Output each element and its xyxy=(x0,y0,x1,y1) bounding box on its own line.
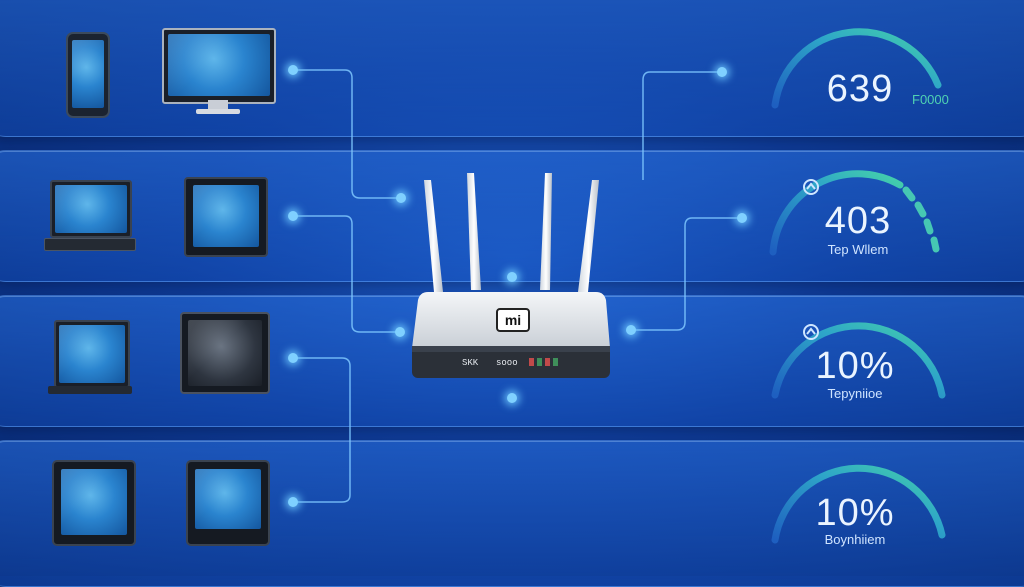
connector-dot xyxy=(395,327,405,337)
connector-dot xyxy=(288,497,298,507)
smartphone-icon xyxy=(66,32,110,118)
gauge-arc-3 xyxy=(771,322,946,399)
gauge-arc-4 xyxy=(771,464,946,544)
monitor-stand xyxy=(208,100,228,110)
laptop-base xyxy=(48,386,132,394)
gauge-arc-1 xyxy=(771,28,942,109)
device-row-4 xyxy=(0,440,1024,587)
laptop-icon xyxy=(50,180,132,238)
connector-right-2 xyxy=(630,217,742,331)
gauge-value-3: 10% xyxy=(815,345,895,387)
wifi-icon xyxy=(803,324,819,340)
tablet-icon xyxy=(180,312,270,394)
router-logo: mi xyxy=(496,308,530,332)
wifi-icon xyxy=(803,179,819,195)
gauge-arc-2-segments xyxy=(902,186,940,253)
connector-dot xyxy=(737,213,747,223)
connector-right-1 xyxy=(642,71,722,180)
gauge-value-2: 403 xyxy=(824,200,892,242)
gauge-side-label-1: F0000 xyxy=(912,92,949,107)
connector-dot xyxy=(288,353,298,363)
connector-row-1 xyxy=(296,69,400,199)
tablet-icon xyxy=(184,177,268,257)
connector-dot xyxy=(507,272,517,282)
tablet-icon xyxy=(52,460,136,546)
gauge-value-1: 639 xyxy=(826,68,894,110)
monitor-base xyxy=(196,109,240,114)
connector-dot xyxy=(288,65,298,75)
connector-dot xyxy=(717,67,727,77)
gauge-value-4: 10% xyxy=(815,492,895,534)
connector-row-2 xyxy=(296,215,398,333)
gauge-label-4: Boynhiiem xyxy=(824,532,886,547)
connector-dot xyxy=(626,325,636,335)
tablet-icon xyxy=(186,460,270,546)
connector-row-3 xyxy=(296,357,351,503)
connector-dot xyxy=(288,211,298,221)
router-port-label: sooo xyxy=(496,358,518,368)
keyboard-icon xyxy=(44,238,136,251)
router-port-label: SKK xyxy=(462,358,479,368)
gauge-label-2: Tep Wllem xyxy=(827,242,889,257)
connector-dot xyxy=(396,193,406,203)
connector-dot xyxy=(507,393,517,403)
monitor-icon xyxy=(162,28,276,104)
gauge-label-3: Tepyniioe xyxy=(827,386,883,401)
laptop-icon xyxy=(54,320,130,388)
